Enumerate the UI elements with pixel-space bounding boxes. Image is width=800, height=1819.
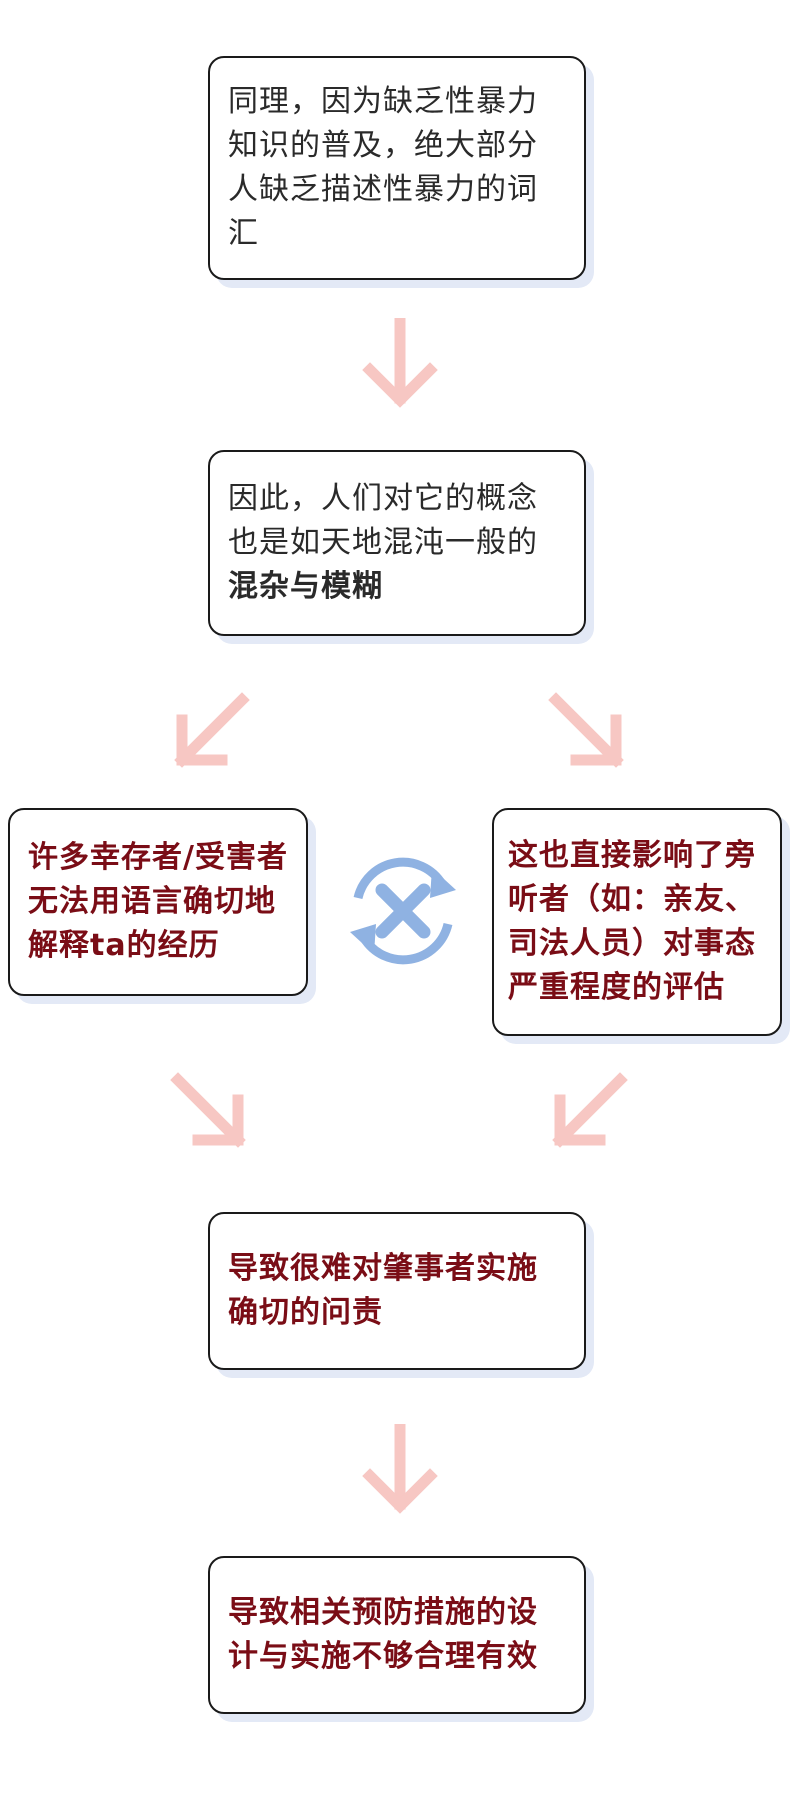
arrow-down-left-icon	[174, 692, 250, 768]
arrow-down-right-icon	[170, 1072, 246, 1148]
node-text: 导致很难对肇事者实施确切的问责	[228, 1251, 538, 1330]
arrow-down-left-icon	[552, 1072, 628, 1148]
node-text: 许多幸存者/受害者无法用语言确切地解释ta的经历	[28, 840, 288, 963]
flow-node-4: 这也直接影响了旁听者（如：亲友、司法人员）对事态严重程度的评估	[492, 808, 782, 1036]
flow-node-2: 因此，人们对它的概念也是如天地混沌一般的混杂与模糊	[208, 450, 586, 636]
flow-node-1: 同理，因为缺乏性暴力知识的普及，绝大部分人缺乏描述性暴力的词汇	[208, 56, 586, 280]
flow-node-3: 许多幸存者/受害者无法用语言确切地解释ta的经历	[8, 808, 308, 996]
node-text: 这也直接影响了旁听者（如：亲友、司法人员）对事态严重程度的评估	[508, 838, 756, 1005]
arrow-down-icon	[362, 1424, 438, 1514]
arrow-down-icon	[362, 318, 438, 408]
node-text: 导致相关预防措施的设计与实施不够合理有效	[228, 1595, 538, 1674]
node-text: 因此，人们对它的概念也是如天地混沌一般的混杂与模糊	[228, 481, 538, 604]
arrow-down-right-icon	[548, 692, 624, 768]
node-emphasis: 混杂与模糊	[228, 569, 383, 604]
sync-cross-icon	[350, 857, 456, 965]
node-text: 同理，因为缺乏性暴力知识的普及，绝大部分人缺乏描述性暴力的词汇	[228, 84, 538, 251]
flow-node-6: 导致相关预防措施的设计与实施不够合理有效	[208, 1556, 586, 1714]
flow-node-5: 导致很难对肇事者实施确切的问责	[208, 1212, 586, 1370]
